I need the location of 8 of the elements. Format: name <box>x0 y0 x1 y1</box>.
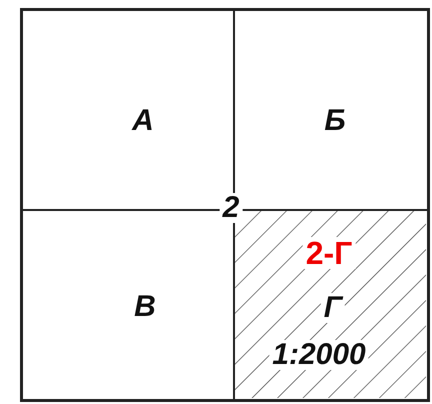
quadrant-letter: А <box>132 106 154 136</box>
quadrant-letter: В <box>134 292 156 322</box>
quadrant-letter: Г <box>320 293 346 323</box>
scale-label: 1:2000 <box>269 340 369 370</box>
quadrant-letter: Б <box>324 106 346 136</box>
map-sheet-frame <box>20 8 430 402</box>
sheet-designation: 2-Г <box>302 237 356 269</box>
sheet-number: 2 <box>220 193 242 223</box>
